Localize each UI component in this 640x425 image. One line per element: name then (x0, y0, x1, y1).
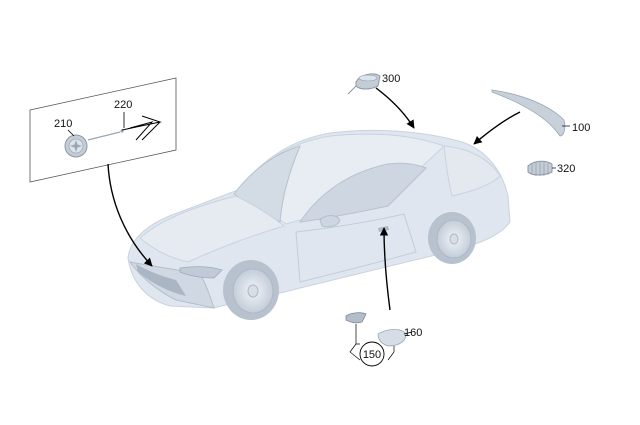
car-illustration (127, 129, 511, 320)
callout-150: 150 (363, 349, 381, 361)
callout-300: 300 (382, 73, 400, 85)
car-headlight (179, 266, 223, 279)
callout-160: 160 (404, 327, 422, 339)
leader-bracket-150 (349, 324, 395, 361)
inset-frame (29, 77, 177, 183)
car-grille (136, 264, 186, 296)
rear-spoiler-part (491, 89, 566, 137)
star-emblem-part (64, 134, 88, 158)
callout-100: 100 (572, 122, 590, 134)
car-rear-wheel (428, 212, 476, 264)
callout-320: 320 (557, 163, 575, 175)
car-mirror (319, 215, 341, 228)
callout-circle-150 (359, 341, 385, 367)
emblem-inset (29, 77, 177, 183)
car-front-wheel (223, 260, 279, 320)
car-side-window (298, 162, 427, 223)
leader-210-to-car (107, 163, 153, 267)
rear-sensor-part (527, 160, 553, 176)
callout-220: 220 (114, 99, 132, 111)
car-trunk (443, 145, 501, 197)
door-handle-cover-part (345, 312, 367, 324)
roof-module-part (347, 73, 381, 95)
callout-210: 210 (54, 118, 72, 130)
leader-100-to-car (473, 111, 521, 145)
door-handle-cap-part (377, 329, 407, 347)
leader-210 (67, 129, 75, 137)
leader-150-to-car (379, 227, 391, 311)
car-hood (139, 195, 286, 263)
leader-line-160 (403, 331, 413, 335)
leader-300-to-car (375, 87, 415, 129)
direction-chevron (121, 115, 162, 141)
car-door-line (295, 213, 417, 283)
